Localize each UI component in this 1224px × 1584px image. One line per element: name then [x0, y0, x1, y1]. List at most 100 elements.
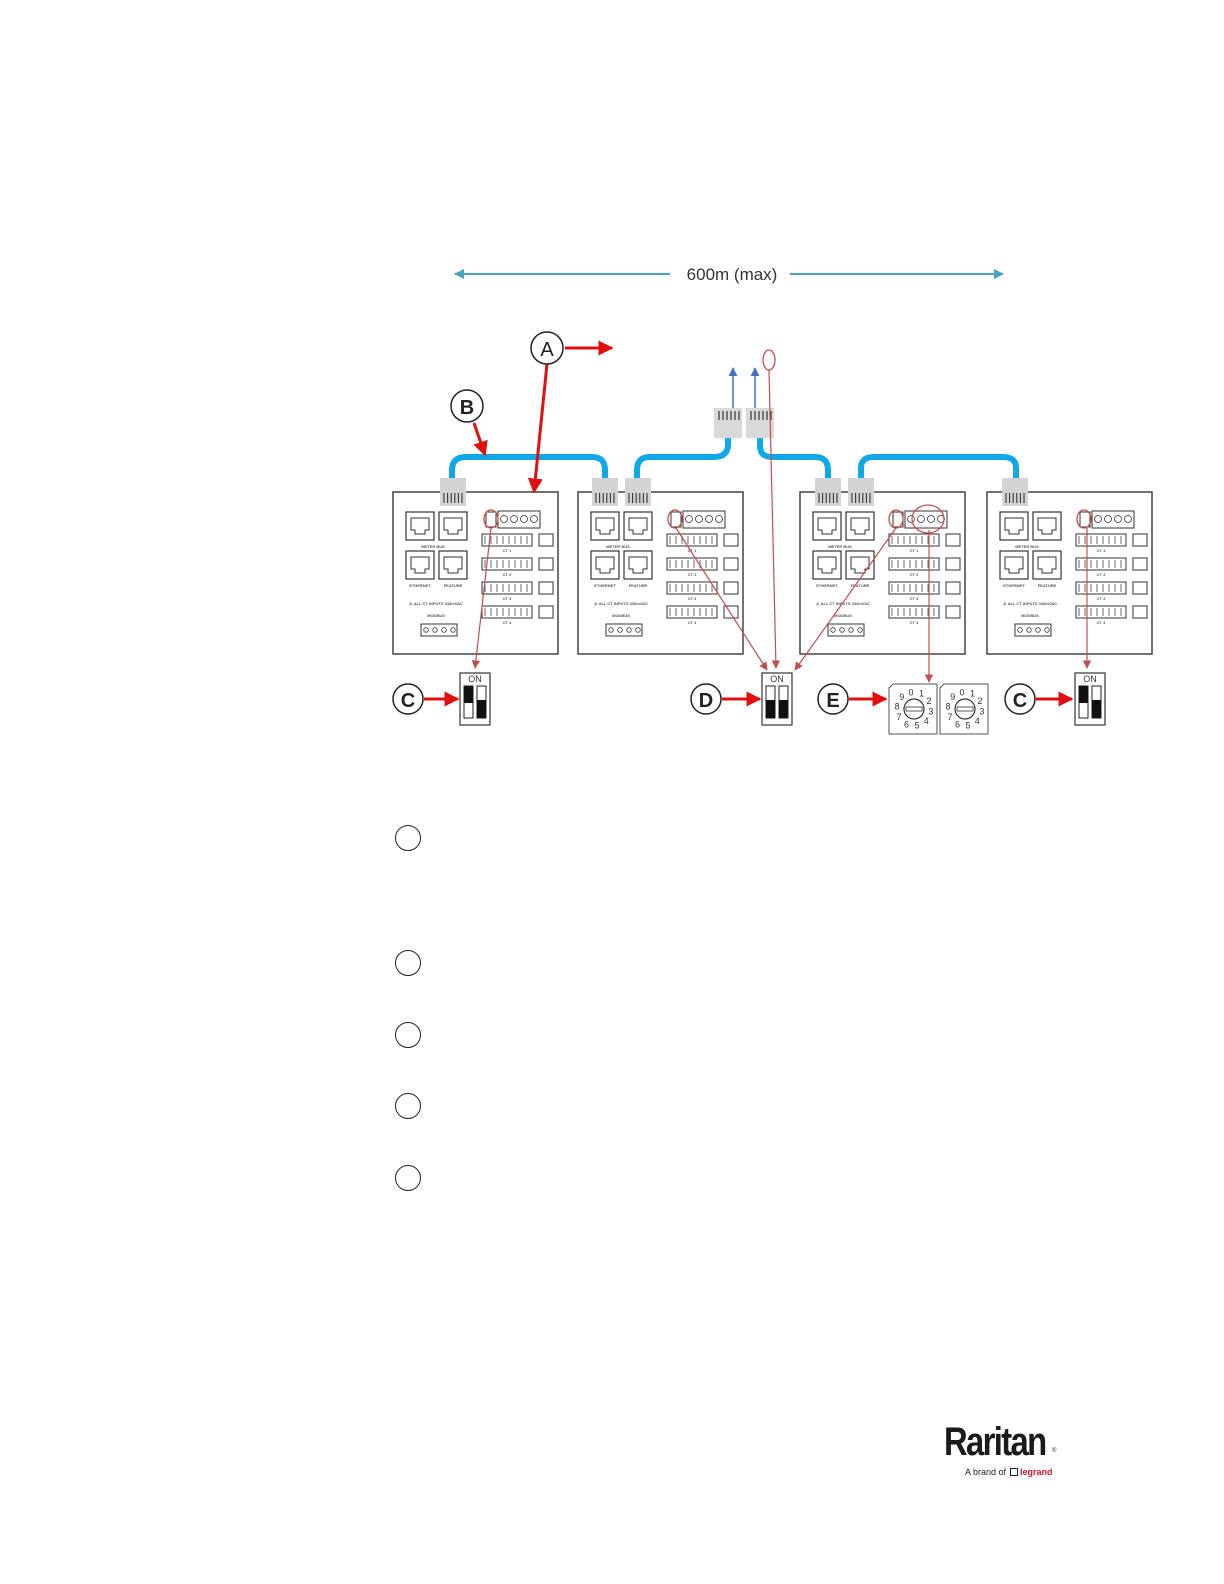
modbus-cables [449, 435, 1019, 481]
meter-device-2: METER BUS ETHERNET FEATURE ⚠ ALL CT INPUTS … [577, 478, 744, 655]
logo-wordmark: Raritan [944, 1420, 1047, 1464]
ct-label: CT 2 [1097, 572, 1106, 577]
rj45-port [1032, 550, 1062, 580]
svg-text:B: B [460, 397, 474, 419]
ct-terminal-side [723, 605, 739, 619]
ct-terminal-side [1132, 605, 1148, 619]
ct-label: CT 3 [503, 596, 512, 601]
svg-text:A: A [540, 339, 554, 361]
mini-dip-switch [485, 511, 497, 528]
meter-bus-label: METER BUS [1015, 544, 1039, 549]
feature-label: FEATURE [851, 583, 870, 588]
rj45-port [590, 550, 620, 580]
feature-label: FEATURE [629, 583, 648, 588]
ct-label: CT 1 [688, 548, 697, 553]
rj45-port [845, 511, 875, 541]
ethernet-label: ETHERNET [594, 583, 616, 588]
dial-digit: 1 [970, 689, 975, 699]
ct-terminal-side [945, 557, 961, 571]
ct-terminal [888, 581, 940, 595]
meter-bus-label: METER BUS [421, 544, 445, 549]
ct-label: CT 2 [910, 572, 919, 577]
ct-label: CT 1 [503, 548, 512, 553]
pointer-arrows [471, 369, 1092, 683]
rj45-port [623, 550, 653, 580]
meter-bus-label: METER BUS [606, 544, 630, 549]
ct-terminal [1075, 581, 1127, 595]
rj45-port [999, 550, 1029, 580]
dip-switch-c-right: ON [1074, 672, 1106, 726]
list-marker-4 [395, 1093, 421, 1119]
dial-slot [905, 706, 923, 712]
modbus-label: MODBUS [1021, 613, 1039, 618]
modbus-terminal [605, 623, 643, 637]
logo-brand-name: legrand [1020, 1467, 1053, 1477]
svg-text:D: D [699, 690, 713, 712]
dial-digit: 8 [946, 702, 951, 712]
ct-terminal [481, 581, 533, 595]
dial-slot [956, 706, 974, 712]
distance-label: 600m (max) [687, 265, 778, 284]
dial-digit: 0 [909, 687, 914, 697]
modbus-terminal [420, 623, 458, 637]
modbus-terminal [1014, 623, 1052, 637]
rj45-port [438, 511, 468, 541]
legrand-square-icon [1010, 1468, 1019, 1476]
dial-digit: 2 [978, 696, 983, 706]
meter-devices: METER BUS ETHERNET FEATURE ⚠ ALL CT INPUTS … [392, 478, 1153, 655]
svg-text:ON: ON [468, 674, 482, 684]
uplink-oval-marker [762, 349, 776, 371]
modbus-label: MODBUS [612, 613, 630, 618]
dip-switch-highlight [667, 509, 683, 529]
rj45-port [812, 511, 842, 541]
ct-warning-label: ⚠ ALL CT INPUTS 333mVAC [409, 601, 463, 606]
ct-warning-label: ⚠ ALL CT INPUTS 333mVAC [594, 601, 648, 606]
dial-digit: 2 [927, 696, 932, 706]
ct-label: CT 4 [503, 620, 512, 625]
logo-tagline-text: A brand of [965, 1467, 1007, 1477]
dial-digit: 4 [975, 716, 980, 726]
callout-d: D [690, 683, 762, 715]
ct-terminal [666, 557, 718, 571]
rj45-port [999, 511, 1029, 541]
ct-terminal-side [1132, 557, 1148, 571]
svg-text:E: E [826, 690, 839, 712]
logo-tagline: A brand of legrand [965, 1467, 1053, 1477]
feature-label: FEATURE [1038, 583, 1057, 588]
ct-terminal-side [538, 581, 554, 595]
ct-label: CT 2 [688, 572, 697, 577]
dial-digit: 6 [955, 719, 960, 729]
feature-label: FEATURE [444, 583, 463, 588]
mini-rotary-block [682, 510, 726, 529]
ct-terminal-side [945, 605, 961, 619]
uplink-connectors [714, 349, 776, 438]
ct-terminal [1075, 605, 1127, 619]
pointer-d-from-oval [768, 369, 781, 669]
modbus-terminal [827, 623, 865, 637]
list-marker-3 [395, 1022, 421, 1048]
rj45-port [590, 511, 620, 541]
ct-label: CT 3 [1097, 596, 1106, 601]
cable-segment-3 [757, 435, 831, 481]
meter-bus-label: METER BUS [828, 544, 852, 549]
rj45-port [405, 511, 435, 541]
svg-text:C: C [1013, 690, 1027, 712]
svg-text:C: C [401, 690, 415, 712]
ct-terminal [666, 581, 718, 595]
ct-terminal [888, 557, 940, 571]
svg-text:ON: ON [1083, 674, 1097, 684]
rj45-port [1032, 511, 1062, 541]
dial-digit: 6 [904, 719, 909, 729]
pointer-c-left [471, 527, 492, 669]
ct-terminal [888, 533, 940, 547]
rj45-port [438, 550, 468, 580]
dial-digit: 8 [895, 702, 900, 712]
list-marker-2 [395, 950, 421, 976]
dial-digit: 3 [928, 706, 933, 716]
list-marker-5 [395, 1165, 421, 1191]
cable-segment-2 [634, 435, 731, 481]
dial-digit: 5 [914, 721, 919, 731]
